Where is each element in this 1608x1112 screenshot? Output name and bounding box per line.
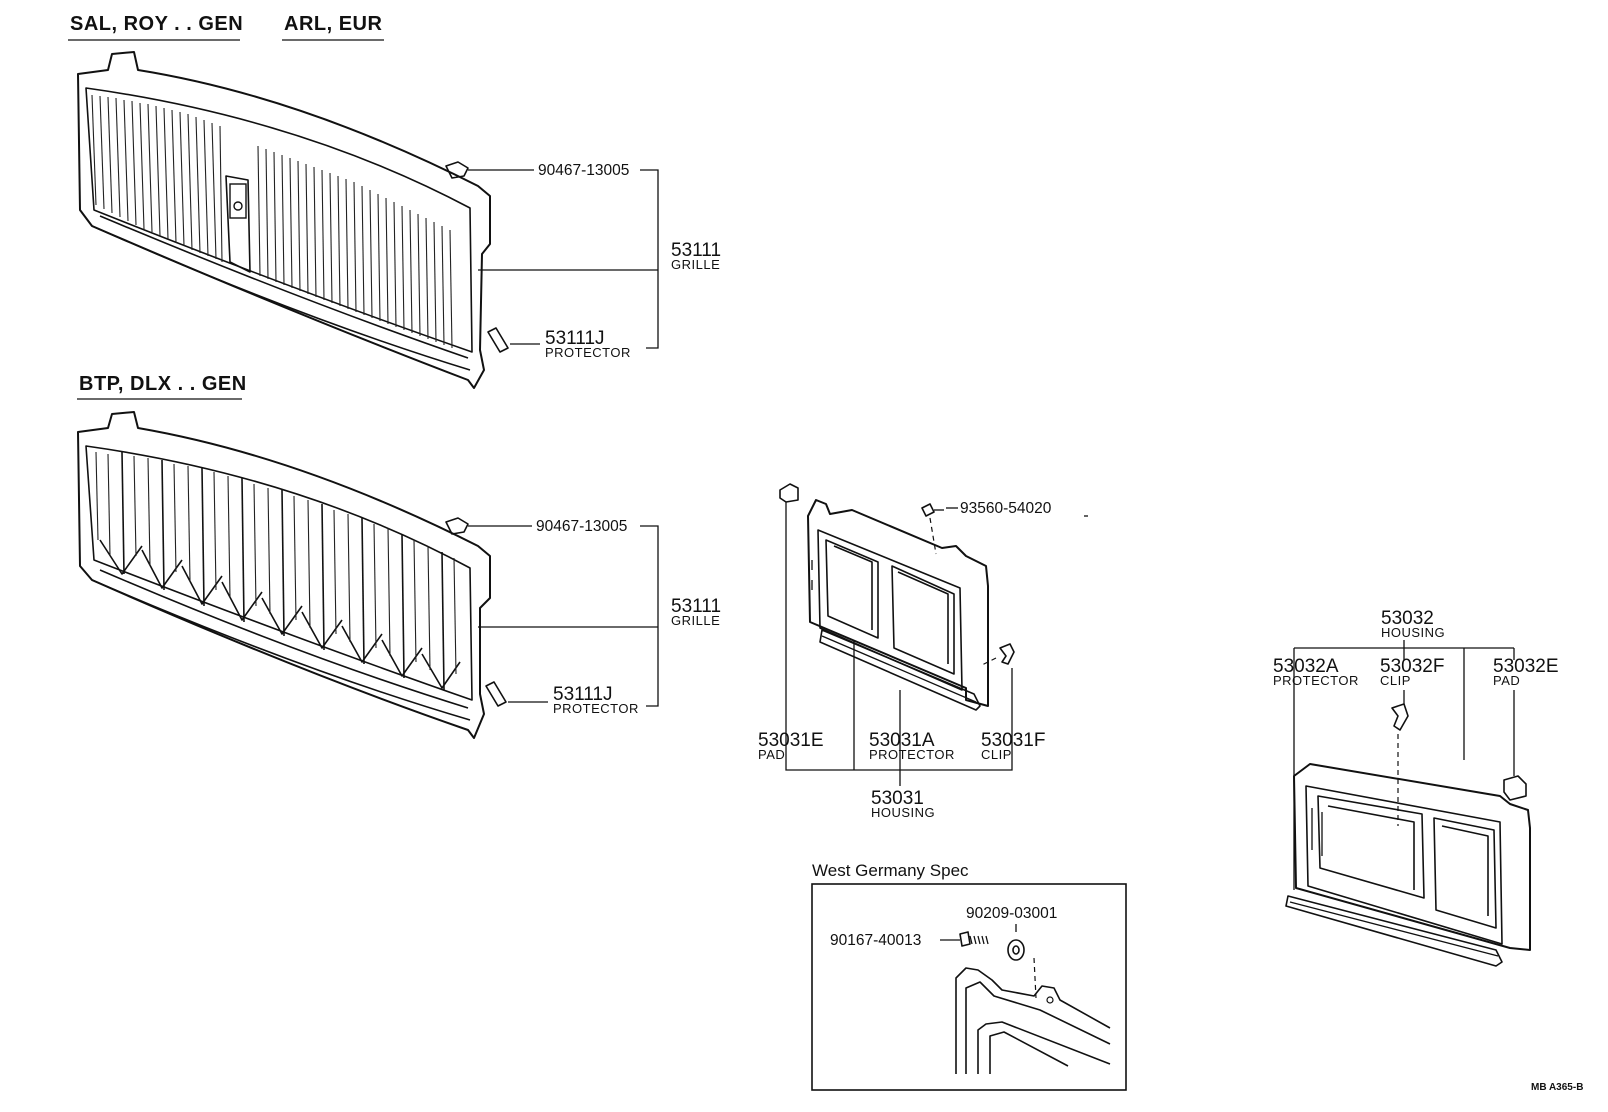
header-btp-dlx-gen: BTP, DLX . . GEN: [79, 373, 247, 395]
part-90209-03001: 90209-03001: [966, 905, 1057, 922]
label-pad-53032e: PAD: [1493, 673, 1520, 688]
part-90467-13005-lower: 90467-13005: [536, 518, 627, 535]
part-53111-lower: 53111: [671, 596, 721, 617]
part-53111j-upper: 53111J: [545, 328, 605, 349]
section-headers: SAL, ROY . . GEN ARL, EUR BTP, DLX . . G…: [68, 13, 384, 400]
header-arl-eur: ARL, EUR: [284, 13, 383, 35]
label-housing-53032: HOUSING: [1381, 625, 1445, 640]
header-sal-roy-gen: SAL, ROY . . GEN: [70, 13, 243, 35]
grille-lower-callouts: 90467-13005 53111 GRILLE 53111J PROTECTO…: [468, 518, 721, 716]
grille-lower-drawing: [77, 411, 507, 739]
label-grille-upper: GRILLE: [671, 257, 720, 272]
part-53032e: 53032E: [1493, 656, 1559, 677]
housing-53032-callouts: 53032 HOUSING 53032A PROTECTOR 53032F CL…: [1273, 608, 1559, 890]
label-clip-53032f: CLIP: [1380, 673, 1411, 688]
label-clip-53031f: CLIP: [981, 747, 1012, 762]
label-protector-53031a: PROTECTOR: [869, 747, 955, 762]
part-53031e: 53031E: [758, 730, 824, 751]
part-90467-13005-upper: 90467-13005: [538, 162, 629, 179]
label-housing-53031: HOUSING: [871, 805, 935, 820]
part-53032: 53032: [1381, 608, 1434, 629]
part-90167-40013: 90167-40013: [830, 932, 921, 949]
label-protector-lower: PROTECTOR: [553, 701, 639, 716]
part-53032f: 53032F: [1380, 656, 1444, 677]
housing-53032-drawing: [1285, 703, 1531, 967]
label-protector-53032a: PROTECTOR: [1273, 673, 1359, 688]
part-53111-upper: 53111: [671, 240, 721, 261]
west-germany-spec-box: West Germany Spec 90209-03001 90167-4001…: [811, 861, 1127, 1091]
part-53032a: 53032A: [1273, 656, 1339, 677]
label-pad-53031e: PAD: [758, 747, 785, 762]
footer-code: MB A365-B: [1531, 1082, 1583, 1093]
part-53031a: 53031A: [869, 730, 935, 751]
label-protector-upper: PROTECTOR: [545, 345, 631, 360]
housing-53031-drawing: [779, 483, 1015, 711]
part-93560-54020: 93560-54020: [960, 500, 1052, 517]
grille-upper-callouts: 90467-13005 53111 GRILLE 53111J PROTECTO…: [468, 162, 721, 360]
west-germany-title: West Germany Spec: [812, 861, 969, 880]
part-53111j-lower: 53111J: [553, 684, 613, 705]
grille-upper-drawing: [77, 51, 509, 389]
housing-53031-callouts: 93560-54020 53031E PAD 53031A PROTECTOR …: [758, 500, 1088, 820]
part-53031: 53031: [871, 788, 924, 809]
label-grille-lower: GRILLE: [671, 613, 720, 628]
part-53031f: 53031F: [981, 730, 1045, 751]
